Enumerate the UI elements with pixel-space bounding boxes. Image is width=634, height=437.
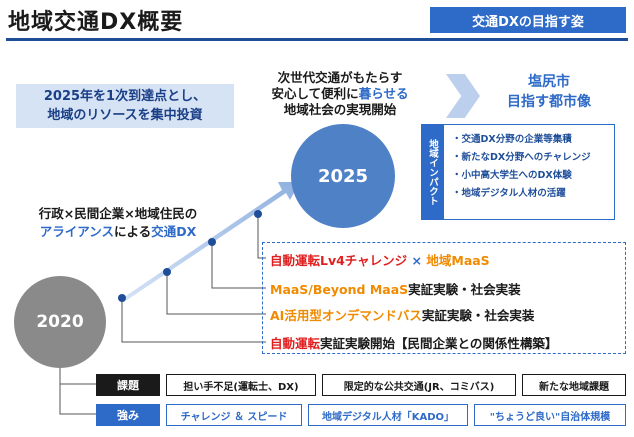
vision-badge: 交通DXの目指す姿 [430,7,626,33]
step-1-main: 自動運転Lv4チャレンジ [270,253,408,268]
vision-line-2: 安心して便利に暮らせる [250,86,430,102]
issue-item: 限定的な公共交通(JR、コミバス) [322,374,516,396]
connector-step-3 [166,272,266,315]
milestone-2020-circle: 2020 [14,276,106,368]
impact-label: 地域インパクト [421,124,443,220]
alliance-mid: による [114,224,152,239]
step-4-main: 自動運転 [270,336,321,351]
step-4-rest: 実証実験開始【民間企業との関係性構築】 [320,336,558,351]
connector-issues [59,368,96,385]
step-1-maas: 地域MaaS [426,253,490,268]
step-3-rest: 実証実験・社会実装 [421,308,535,323]
issues-label: 課題 [96,374,160,396]
step-row-3: AI活用型オンデマンドバス実証実験・社会実装 [270,305,534,324]
step-2-rest: 実証実験・社会実装 [408,282,521,297]
policy-line-1: 2025年を1次到達点とし、 [43,89,207,104]
vision-line-3: 地域社会の実現開始 [283,102,397,117]
issue-item: 新たな地域課題 [522,374,626,396]
connector-step-1 [257,214,266,259]
alliance-line-2: アライアンスによる交通DX [8,223,228,241]
strength-item: "ちょうど良い"自治体規模 [474,404,626,426]
step-1-times: × [407,253,427,268]
vision-line-1: 次世代交通がもたらす [277,70,403,85]
impact-item: ・新たなDX分野へのチャレンジ [452,152,591,163]
step-2-main: MaaS/Beyond MaaS [270,282,409,297]
impact-list: ・交通DX分野の企業等集積 ・新たなDX分野へのチャレンジ ・小中高大学生へのD… [443,124,615,220]
vision-highlight: 暮らせる [358,86,409,101]
connector-step-2 [211,242,266,289]
impact-item: ・交通DX分野の企業等集積 [452,134,572,145]
issue-item: 担い手不足(運転士、DX) [166,374,316,396]
connector-step-4 [121,298,266,343]
goal-vision: 目指す都市像 [507,94,591,110]
connector-strengths [59,384,96,415]
alliance-dx: 交通DX [151,224,197,239]
vision-text: 次世代交通がもたらす 安心して便利に暮らせる 地域社会の実現開始 [250,70,430,118]
milestone-dot-1 [118,294,126,302]
step-row-4: 自動運転実証実験開始【民間企業との関係性構築】 [270,333,557,352]
goal-text: 塩尻市 目指す都市像 [494,72,604,112]
strength-item: 地域デジタル人材「KADO」 [308,404,468,426]
milestone-dot-4 [254,210,262,218]
step-3-main: AI活用型オンデマンドバス [270,308,422,323]
vision-line-2a: 安心して便利に [271,86,359,101]
alliance-text: 行政×民間企業×地域住民の アライアンスによる交通DX [8,205,228,241]
impact-item: ・地域デジタル人材の活躍 [452,188,566,199]
strengths-label: 強み [96,404,160,426]
policy-line-2: 地域のリソースを集中投資 [47,108,203,123]
steps-box [262,242,626,354]
impact-item: ・小中高大学生へのDX体験 [452,170,572,181]
strength-item: チャレンジ ＆ スピード [166,404,302,426]
milestone-dot-3 [208,238,216,246]
milestone-dot-2 [163,268,171,276]
page-title: 地域交通DX概要 [8,10,184,35]
alliance-highlight: アライアンス [39,224,115,239]
title-divider [6,38,628,41]
step-row-2: MaaS/Beyond MaaS実証実験・社会実装 [270,279,521,298]
policy-box: 2025年を1次到達点とし、 地域のリソースを集中投資 [16,84,234,128]
step-row-1: 自動運転Lv4チャレンジ × 地域MaaS [270,250,490,269]
goal-city: 塩尻市 [528,74,570,90]
alliance-line-1: 行政×民間企業×地域住民の [38,206,198,221]
milestone-2025-circle: 2025 [291,124,395,228]
